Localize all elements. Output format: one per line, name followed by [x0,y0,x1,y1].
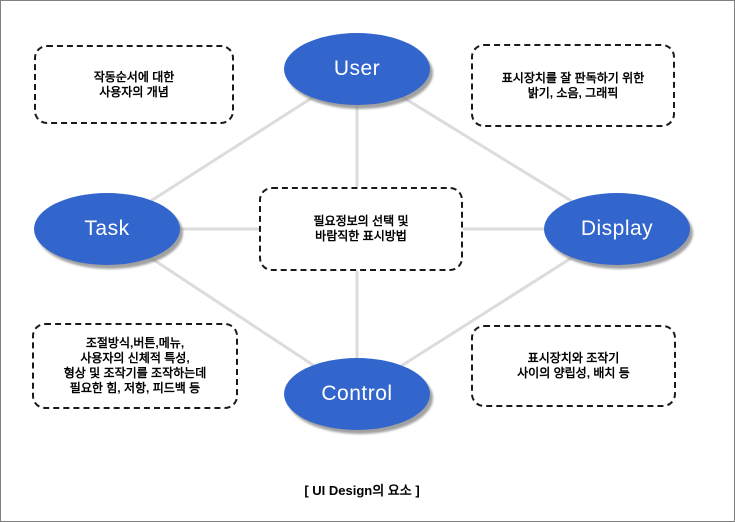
node-control: Control [284,358,430,430]
note-line: 밝기, 소음, 그래픽 [527,85,619,100]
note-line: 필요한 힘, 저항, 피드백 등 [69,381,201,395]
note-line: 형상 및 조작기를 조작하는데 [63,366,207,380]
note-line: 작동순서에 대한 [93,69,175,84]
center-box-line: 바람직한 표시방법 [315,229,407,243]
note-line: 조절방식,버튼,메뉴, [85,336,185,350]
note-line: 사용자의 신체적 특성, [80,351,190,365]
note-user: 작동순서에 대한 사용자의 개념 [34,45,234,124]
node-task-label: Task [84,217,130,240]
note-control: 표시장치와 조작기 사이의 양립성, 배치 등 [471,325,676,407]
node-display-label: Display [580,217,654,240]
note-line: 표시장치를 잘 판독하기 위한 [501,70,645,85]
diagram-caption: [ UI Design의 요소 ] [304,483,420,498]
note-task: 조절방식,버튼,메뉴, 사용자의 신체적 특성, 형상 및 조작기를 조작하는데… [32,323,238,409]
node-task: Task [34,193,180,265]
center-box-line: 필요정보의 선택 및 [313,214,409,228]
center-box: 필요정보의 선택 및 바람직한 표시방법 [259,187,463,271]
note-display: 표시장치를 잘 판독하기 위한 밝기, 소음, 그래픽 [471,44,675,127]
node-user-label: User [333,57,381,80]
note-line: 사용자의 개념 [99,84,169,99]
node-control-label: Control [321,382,393,405]
note-line: 사이의 양립성, 배치 등 [517,366,630,380]
node-display: Display [544,193,690,265]
node-user: User [284,33,430,105]
note-line: 표시장치와 조작기 [527,351,620,365]
